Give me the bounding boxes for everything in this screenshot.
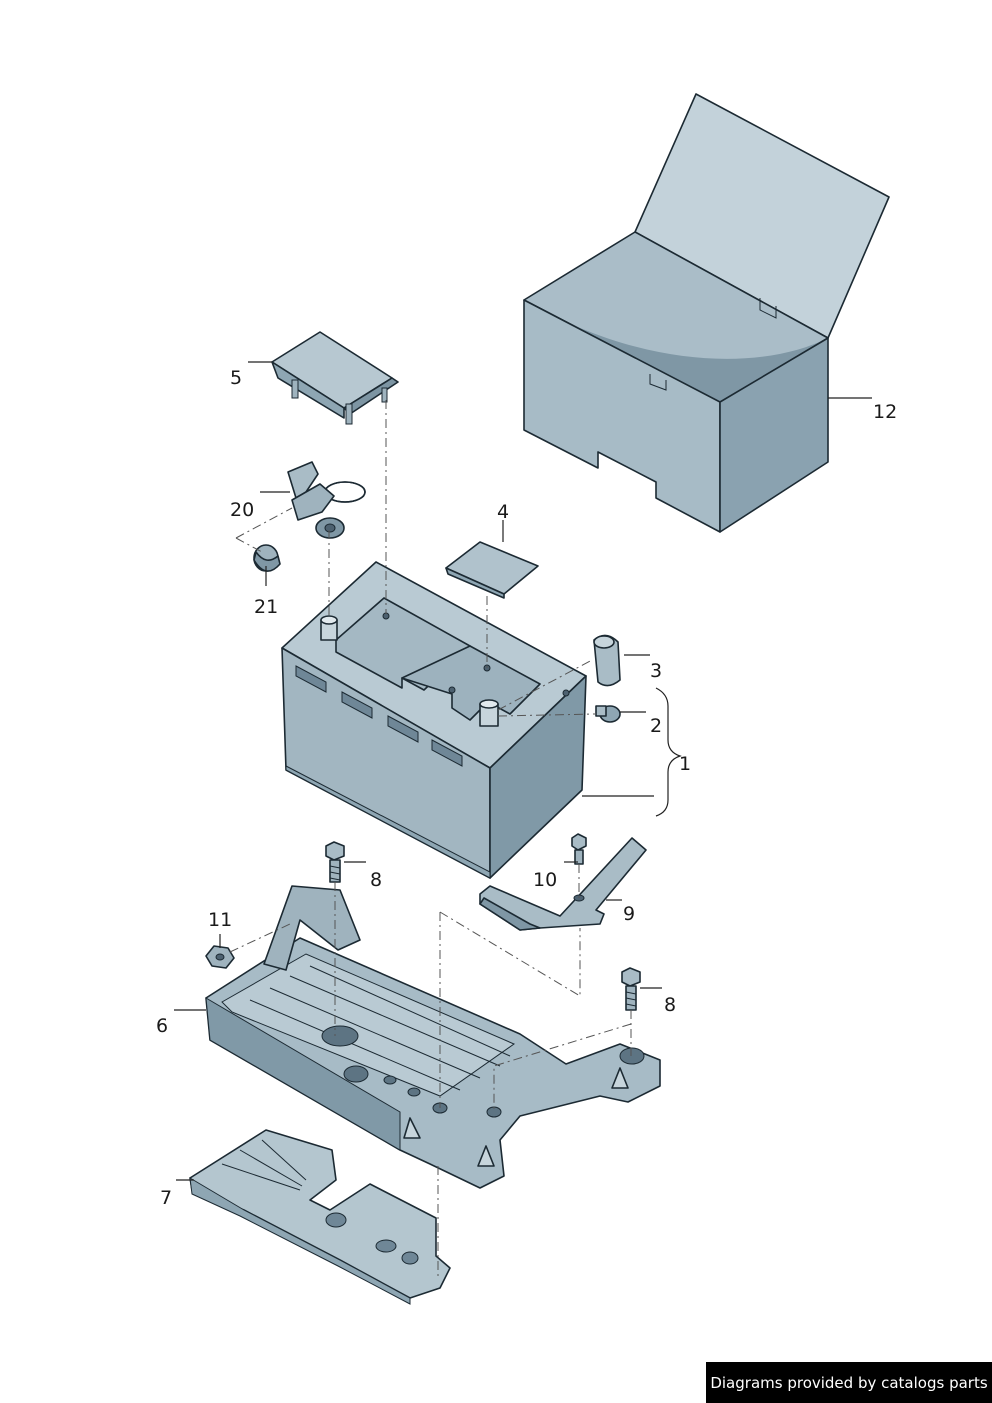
- part-1-battery: [281, 561, 587, 879]
- part-20-terminal-clamp: [287, 461, 366, 539]
- callout-20: 20: [230, 499, 254, 521]
- part-6-battery-tray: [205, 885, 661, 1189]
- part-3-vent-plug: [593, 634, 621, 687]
- callout-6: 6: [156, 1015, 168, 1037]
- callout-3: 3: [650, 660, 662, 682]
- callout-10: 10: [533, 869, 557, 891]
- callout-7: 7: [160, 1187, 172, 1209]
- callout-4: 4: [497, 501, 509, 523]
- leader-lines: [174, 361, 872, 1181]
- callout-8-upper: 8: [370, 869, 382, 891]
- battery-positive-terminal: [479, 699, 499, 727]
- part-8-bolt-lower: [621, 967, 641, 1011]
- callout-11: 11: [208, 909, 232, 931]
- part-2-plug: [595, 705, 621, 723]
- assembly-lines: [229, 400, 632, 1280]
- callout-8-lower: 8: [664, 994, 676, 1016]
- part-11-nut: [205, 945, 235, 969]
- part-7-insulation-plate: [189, 1129, 451, 1305]
- callout-9: 9: [623, 903, 635, 925]
- callout-5: 5: [230, 367, 242, 389]
- watermark-banner: Diagrams provided by catalogs parts: [706, 1362, 992, 1403]
- callout-21: 21: [254, 596, 278, 618]
- battery-negative-terminal: [320, 615, 338, 641]
- part-10-screw: [571, 833, 587, 865]
- watermark-text: Diagrams provided by catalogs parts: [710, 1373, 988, 1392]
- part-12-battery-box: [523, 93, 890, 533]
- part-4-label: [445, 541, 539, 599]
- callout-12: 12: [873, 401, 897, 423]
- part-5-terminal-cover: [271, 331, 399, 425]
- callout-labels: 1 2 3 4 5 6 7 8 8 9 10 11 12 20 21: [156, 367, 897, 1209]
- part-9-hold-down-clamp: [479, 837, 647, 931]
- part-21-cap-nut: [253, 544, 281, 572]
- callout-2: 2: [650, 715, 662, 737]
- part-8-bolt-upper: [325, 841, 345, 883]
- callout-1: 1: [679, 753, 691, 775]
